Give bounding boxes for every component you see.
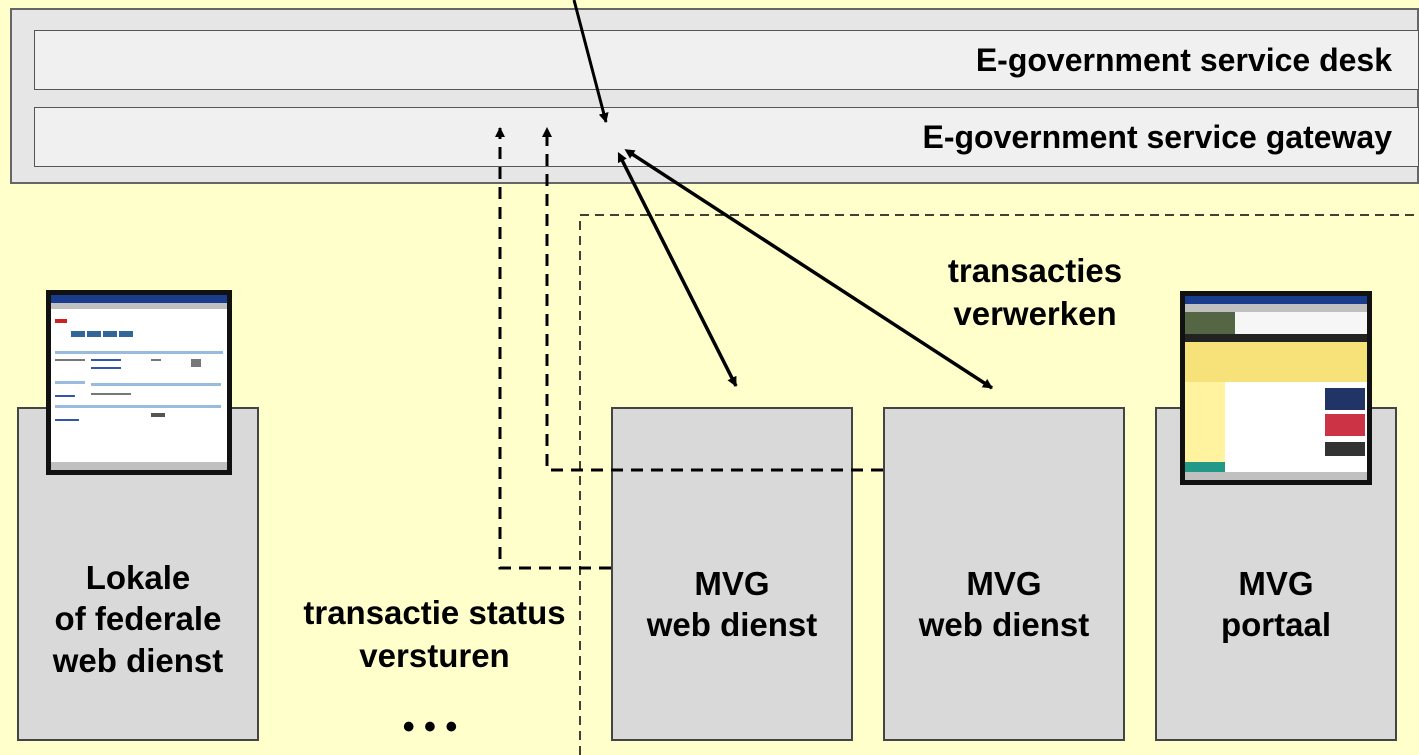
status-arrow-2 xyxy=(542,127,883,472)
local-service-screenshot-graphic xyxy=(51,295,227,470)
mvg-portal-label: MVG portaal xyxy=(1220,564,1332,643)
ellipsis: • • • xyxy=(402,708,458,746)
status-arrow-1 xyxy=(495,127,611,570)
send-status-label: transactie status versturen xyxy=(303,594,566,674)
service-desk-bar: E-government service desk xyxy=(34,30,1419,90)
mvg-web-service-box-2: MVG web dienst xyxy=(883,407,1125,741)
process-arrow-1 xyxy=(617,151,738,387)
service-gateway-label: E-government service gateway xyxy=(922,118,1392,155)
process-transactions-label: transacties verwerken xyxy=(947,252,1123,332)
mvg-web-service-label-1: MVG web dienst xyxy=(646,564,818,643)
service-desk-label: E-government service desk xyxy=(975,41,1392,78)
local-service-screenshot xyxy=(46,290,232,475)
portal-screenshot xyxy=(1180,291,1372,485)
mvg-web-service-box-1: MVG web dienst xyxy=(611,407,853,741)
local-federal-service-label: Lokale of federale web dienst xyxy=(52,559,224,679)
incoming-arrow xyxy=(572,0,609,123)
mvg-group-frame xyxy=(579,214,1419,755)
mvg-web-service-label-2: MVG web dienst xyxy=(918,564,1090,643)
process-arrow-2 xyxy=(624,149,993,390)
portal-screenshot-graphic xyxy=(1185,296,1367,480)
